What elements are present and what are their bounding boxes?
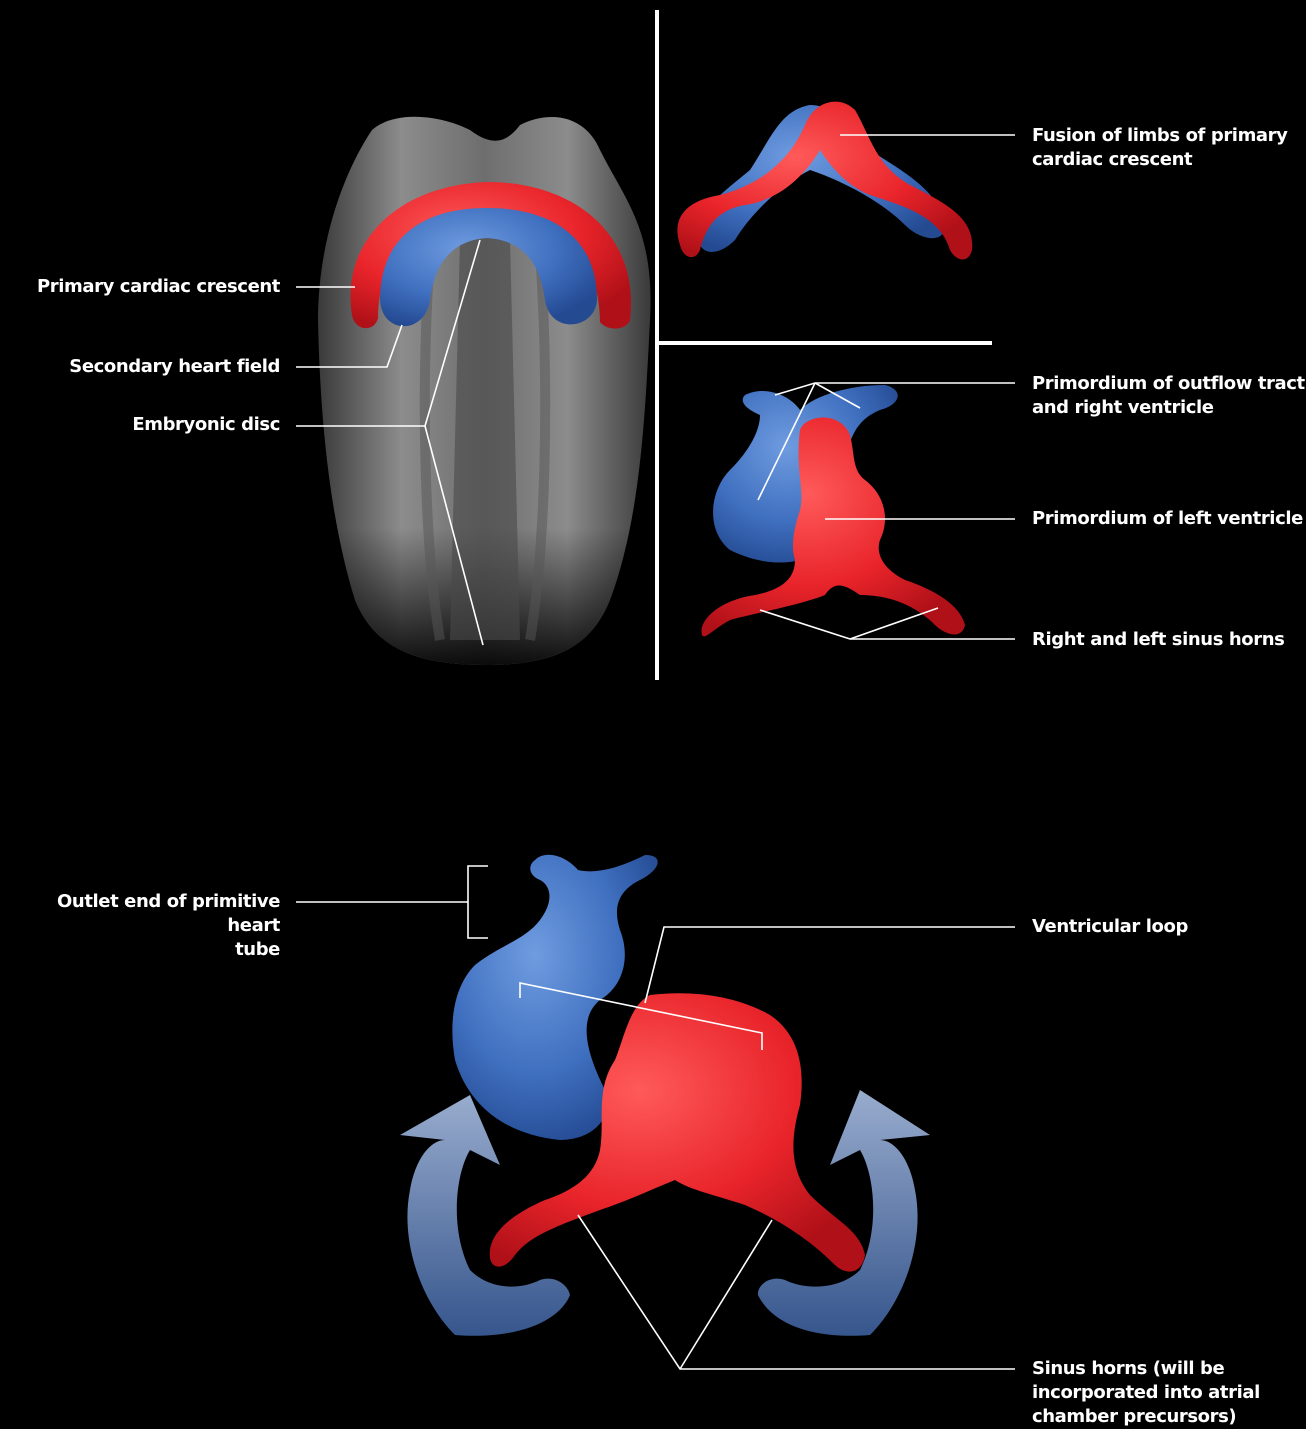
label-fusion-of-limbs: Fusion of limbs of primary cardiac cresc…: [1032, 124, 1306, 172]
label-primordium-outflow-tract: Primordium of outflow tract and right ve…: [1032, 372, 1306, 420]
label-secondary-heart-field: Secondary heart field: [20, 355, 280, 379]
early-heart-tube-illustration: [702, 385, 965, 636]
label-primordium-left-ventricle: Primordium of left ventricle: [1032, 507, 1306, 531]
label-embryonic-disc: Embryonic disc: [20, 413, 280, 437]
label-primary-cardiac-crescent: Primary cardiac crescent: [20, 275, 280, 299]
label-sinus-horns-atrial: Sinus horns (will be incorporated into a…: [1032, 1357, 1306, 1429]
label-right-left-sinus-horns: Right and left sinus horns: [1032, 628, 1306, 652]
label-ventricular-loop: Ventricular loop: [1032, 915, 1306, 939]
label-outlet-end: Outlet end of primitive heart tube: [0, 890, 280, 962]
fused-crescent-illustration: [677, 102, 972, 260]
